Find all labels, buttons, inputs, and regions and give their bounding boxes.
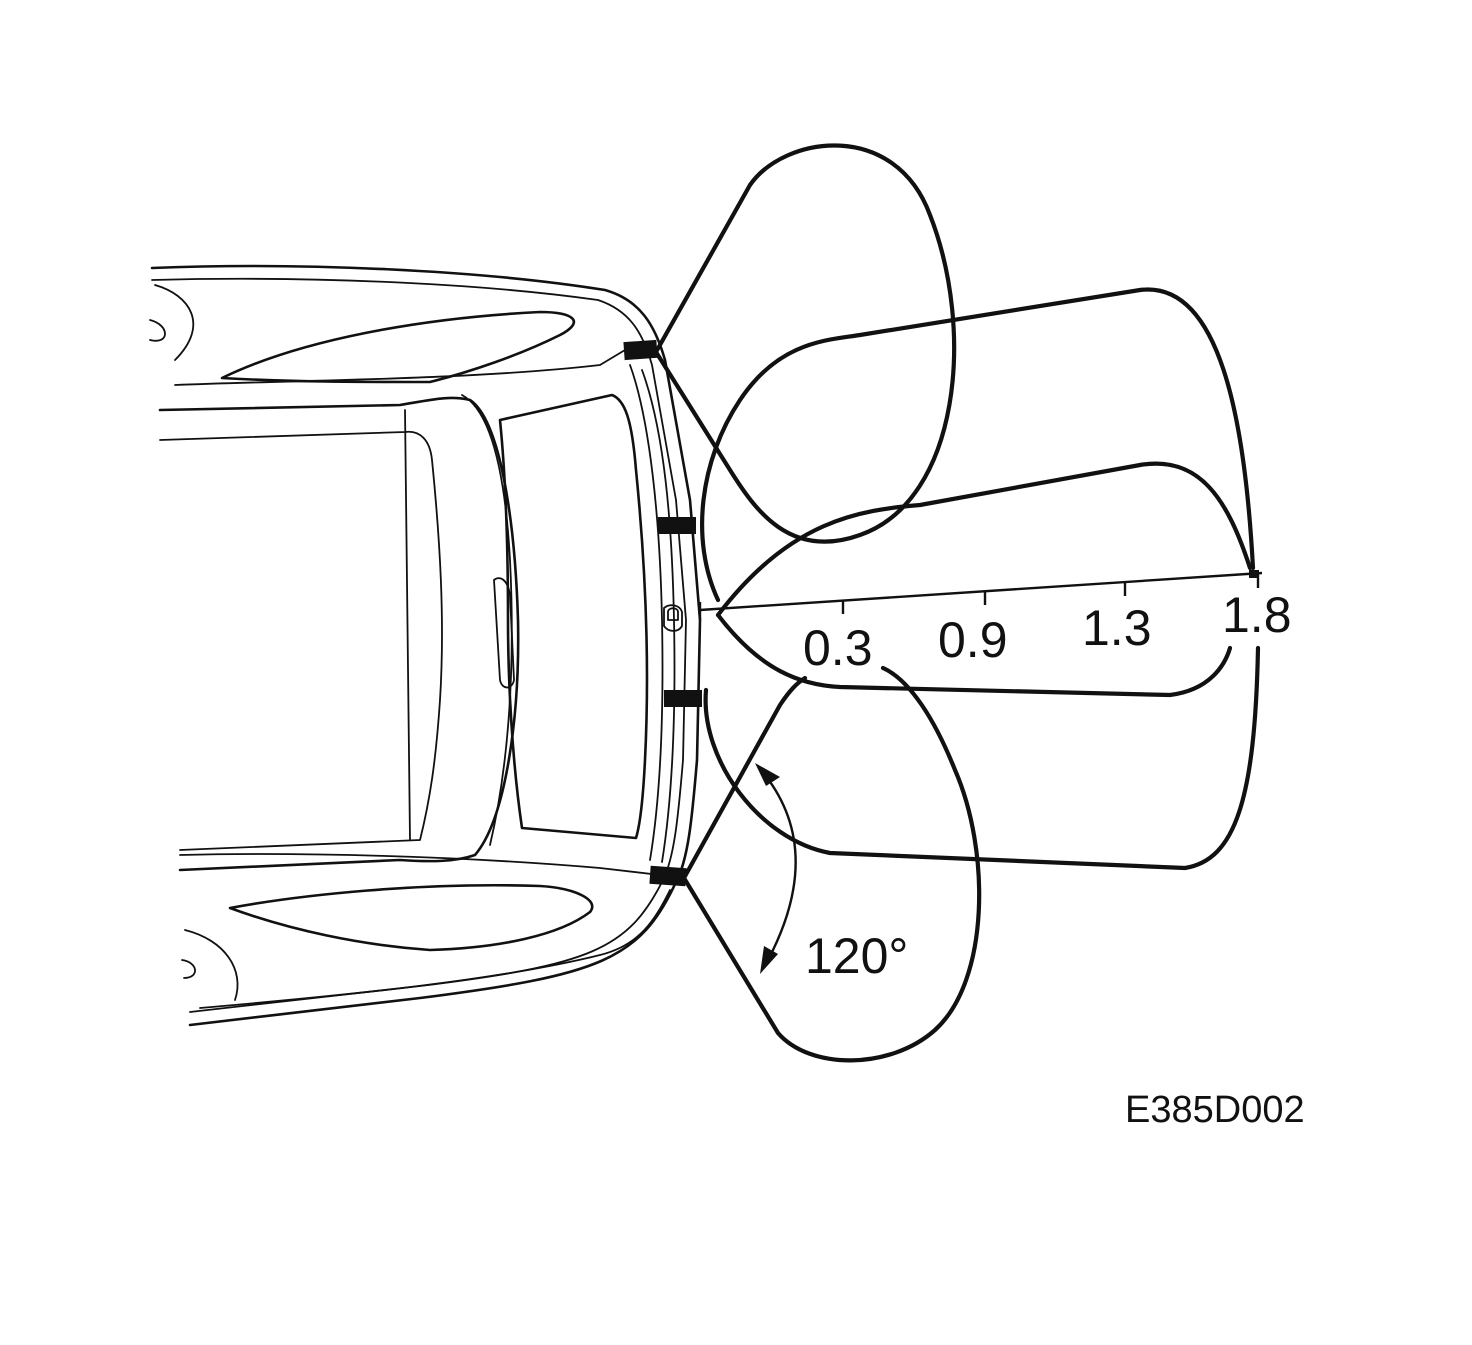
car-lower-body-edge (199, 889, 671, 1009)
car-roof-opening (404, 409, 411, 841)
detection-zone-outer-lower-inner (681, 675, 808, 881)
detection-zone-inner-upper (700, 287, 1256, 603)
car-upper-rail (174, 349, 626, 386)
scale-label-0-3: 0.3 (803, 620, 873, 676)
detection-zone-outer-upper (653, 143, 957, 544)
car-body-top-edge (150, 264, 702, 1027)
figure-id: E385D002 (1125, 1089, 1305, 1131)
car-body-top-inner (151, 277, 687, 1013)
car-roof-inner (159, 430, 443, 851)
angle-arc (764, 774, 797, 961)
car-third-brake-light (493, 577, 515, 689)
car-trunk-handle (663, 604, 683, 632)
car-trunk-line-1 (629, 364, 664, 861)
sensor-outer-upper (623, 339, 658, 361)
car-upper-mirror (149, 319, 166, 342)
car-upper-window (220, 310, 576, 384)
sensor-outer-lower (649, 865, 687, 887)
angle-label: 120° (805, 928, 908, 984)
sensor-inner-lower (664, 690, 702, 707)
detection-zone-outer-lower (681, 665, 982, 1063)
car-rear-window-inner (461, 394, 513, 846)
angle-arrow-top (755, 763, 780, 786)
scale-label-1-3: 1.3 (1082, 600, 1152, 656)
bumper-sensors (623, 339, 702, 887)
angle-indicator: 120° (755, 763, 908, 984)
detection-zone-inner-upper-bottom (703, 645, 1261, 871)
car-outline (149, 264, 702, 1027)
car-lock-icon (667, 607, 679, 621)
car-lower-mirror (181, 959, 196, 979)
car-lower-window (228, 883, 594, 952)
detection-zones (653, 143, 1261, 1063)
car-lower-fender (184, 929, 239, 1001)
car-roof-panel (158, 396, 520, 872)
car-lower-rail (179, 853, 661, 876)
detection-zone-inner-lower-bottom (715, 612, 1233, 698)
distance-scale: 0.3 0.9 1.3 1.8 (698, 570, 1292, 676)
car-rear-window (498, 393, 649, 840)
scale-end-marker (1249, 570, 1259, 578)
angle-arrow-bottom (760, 946, 778, 974)
sensor-inner-upper (658, 517, 696, 534)
scale-label-0-9: 0.9 (938, 612, 1008, 668)
scale-label-1-8: 1.8 (1222, 587, 1292, 643)
scale-line (699, 571, 1263, 612)
car-upper-fender (154, 284, 195, 361)
detection-zone-inner-lower (715, 461, 1253, 618)
